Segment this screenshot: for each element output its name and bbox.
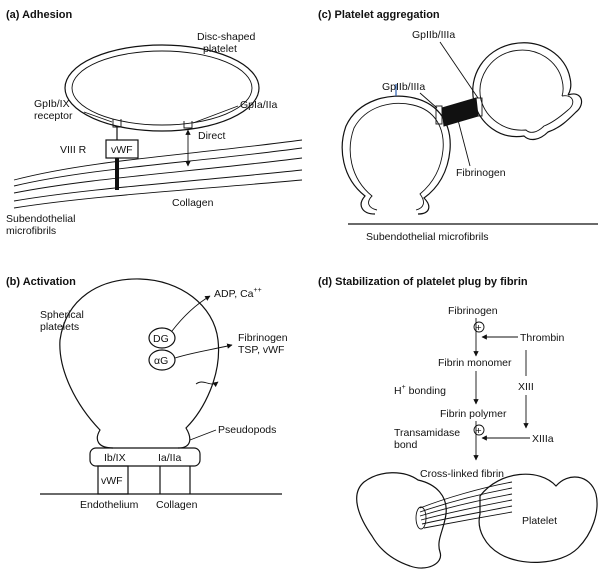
pseudopods-leader <box>189 429 217 441</box>
disc-platelet-inner <box>71 50 253 126</box>
panel-a-adhesion: (a) Adhesion Disc-shaped platelet GpIb/I… <box>6 9 303 237</box>
spherical-platelet <box>59 278 220 449</box>
ag-granule <box>148 349 176 371</box>
adp-release-arrow <box>171 295 211 332</box>
panel-d-title: (d) Stabilization of platelet plug by fi… <box>318 276 528 288</box>
panel-a-title: (a) Adhesion <box>6 9 72 21</box>
viii-label: VIII R <box>60 144 87 156</box>
sub-label-2: microfibrils <box>6 225 56 237</box>
vwf-box <box>105 139 139 159</box>
gpia-label: GpIa/IIa <box>240 99 278 111</box>
gpib-label-2: receptor <box>34 110 73 122</box>
collagen-fibril-1 <box>13 139 303 181</box>
fibrin-bundle <box>415 481 513 530</box>
left-gp-receptor <box>435 105 443 125</box>
spherical-label-1: Spherical <box>40 309 84 321</box>
wavy-arrow <box>195 381 219 388</box>
h-bond-label: H+ bonding <box>394 384 446 397</box>
receptor-bar <box>89 447 201 467</box>
thrombin-label: Thrombin <box>520 332 565 344</box>
b-vwf-label: vWF <box>101 475 123 487</box>
trans-label-2: bond <box>394 439 418 451</box>
disc-platelet-outer <box>64 44 260 132</box>
gpia-leader <box>192 105 239 124</box>
panel-b-title: (b) Activation <box>6 276 76 288</box>
sub-label-1: Subendothelial <box>6 213 75 225</box>
gpib-label-1: GpIb/IX <box>34 98 70 110</box>
gp-left-label: GpIIb/IIIa <box>382 81 425 93</box>
collagen-fibril-2 <box>13 147 303 187</box>
d-fibrinogen-label: Fibrinogen <box>448 305 498 317</box>
panel-c-aggregation: (c) Platelet aggregation GpIIb/IIIa GpII… <box>318 9 598 243</box>
panel-b-activation: (b) Activation Spherical platelets DG αG… <box>6 276 288 511</box>
polymer-label: Fibrin polymer <box>440 408 507 420</box>
crosslinked-label: Cross-linked fibrin <box>420 468 504 480</box>
adp-label: ADP, Ca++ <box>214 287 262 300</box>
b-fib-label-2: TSP, vWF <box>238 344 284 356</box>
dg-granule <box>148 327 176 349</box>
endothelium-label: Endothelium <box>80 499 139 511</box>
plus-sign-2: + <box>476 425 482 437</box>
spherical-label-2: platelets <box>40 321 79 333</box>
fibrinogen-release-arrow <box>174 343 233 359</box>
xiii-label: XIII <box>518 381 534 393</box>
fibrinogen-bridge <box>441 97 479 127</box>
gp-top-label: GpIIb/IIIa <box>412 29 455 41</box>
panel-d-stabilization: (d) Stabilization of platelet plug by fi… <box>318 276 598 569</box>
dg-label: DG <box>153 333 169 345</box>
left-platelet-inner <box>349 102 444 211</box>
d-right-platelet <box>478 473 598 563</box>
collagen-fibril-5 <box>13 179 303 209</box>
right-platelet-inner <box>479 49 574 133</box>
gp-top-leader <box>439 41 479 99</box>
vwf-label: vWF <box>111 144 133 156</box>
panel-c-title: (c) Platelet aggregation <box>318 9 440 21</box>
gpia-receptor-notch <box>183 121 193 129</box>
xiiia-label: XIIIa <box>532 433 554 445</box>
plus-circle-2 <box>473 424 485 436</box>
gpib-leader <box>83 111 113 123</box>
ib-label: Ib/IX <box>104 452 126 464</box>
right-platelet-outer <box>472 42 583 141</box>
c-sub-label: Subendothelial microfibrils <box>366 231 489 243</box>
gp-left-leader <box>419 92 438 109</box>
trans-label-1: Transamidase <box>394 427 460 439</box>
d-left-platelet <box>356 472 447 569</box>
direct-label: Direct <box>198 130 226 142</box>
b-fib-label-1: Fibrinogen <box>238 332 288 344</box>
collagen-label: Collagen <box>172 197 214 209</box>
left-platelet-outer <box>341 95 451 215</box>
plus-sign-1: + <box>476 322 482 334</box>
monomer-label: Fibrin monomer <box>438 357 512 369</box>
c-fibrinogen-label: Fibrinogen <box>456 167 506 179</box>
plus-circle-1 <box>473 321 485 333</box>
ia-label: Ia/IIa <box>158 452 182 464</box>
disc-label-1: Disc-shaped <box>197 31 256 43</box>
ag-label: αG <box>154 355 168 367</box>
d-platelet-label: Platelet <box>522 515 557 527</box>
collagen-fibril-3 <box>13 157 303 194</box>
collagen-fibril-4 <box>13 169 303 202</box>
disc-label-2: platelet <box>203 43 237 55</box>
b-collagen-label: Collagen <box>156 499 198 511</box>
pseudopods-label: Pseudopods <box>218 424 276 436</box>
c-fibrinogen-leader <box>457 119 471 167</box>
